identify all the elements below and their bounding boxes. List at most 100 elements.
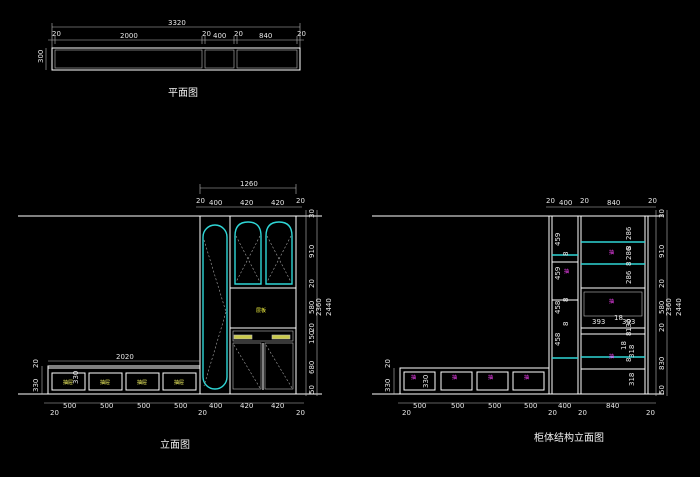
str-mag-label-1: 抽 (564, 268, 569, 275)
elev-bot-seg-7: 400 (209, 402, 222, 410)
str-bot-seg-2: 500 (413, 402, 426, 410)
str-tall-cabinet (548, 215, 649, 395)
elev-top-seg-4: 420 (271, 199, 284, 207)
plan-seg-2: 2000 (120, 32, 138, 40)
elev-drawer-1 (51, 372, 86, 391)
str-lv-6: 8 (562, 322, 570, 326)
str-lv-1: 459 (554, 233, 562, 246)
str-bot-seg-1: 20 (402, 409, 411, 417)
str-lv-2: 8 (562, 252, 570, 256)
str-drawer-label-3: 抽 (488, 374, 493, 381)
str-total-outer: 2440 (675, 298, 683, 316)
elev-drawer-4 (162, 372, 197, 391)
elev-top-width: 1260 (240, 180, 258, 188)
elev-bench-height-inner: 330 (72, 371, 80, 384)
elev-rv-1: 30 (308, 209, 316, 218)
str-mag-label-4: 抽 (609, 353, 614, 360)
str-bot-seg-9: 840 (606, 402, 619, 410)
elev-bot-seg-1: 20 (50, 409, 59, 417)
str-bot-seg-3: 500 (451, 402, 464, 410)
elev-top-seg-3: 420 (240, 199, 253, 207)
str-mag-label-2: 抽 (609, 249, 614, 256)
str-lv-5: 458 (554, 301, 562, 314)
elev-bot-seg-4: 500 (137, 402, 150, 410)
str-rv-7: 50 (658, 385, 666, 394)
str-bench-height-inner: 330 (422, 375, 430, 388)
elev-upper-door-left (234, 221, 262, 285)
elev-left-door-glass (202, 224, 228, 390)
str-bot-seg-5: 500 (524, 402, 537, 410)
plan-seg-6: 840 (259, 32, 272, 40)
str-rv-2: 910 (658, 245, 666, 258)
str-top-seg-3: 20 (580, 197, 589, 205)
elev-drawer-label-1: 抽屉 (63, 379, 73, 386)
elev-bench-width: 2020 (116, 353, 134, 361)
elev-bot-seg-9: 420 (271, 402, 284, 410)
str-bench (399, 367, 550, 395)
elev-top-seg-2: 400 (209, 199, 222, 207)
str-rv-5: 20 (658, 323, 666, 332)
str-top-seg-1: 20 (546, 197, 555, 205)
plan-seg-1: 20 (52, 30, 61, 38)
str-bot-seg-8: 20 (578, 409, 587, 417)
str-bot-seg-10: 20 (646, 409, 655, 417)
str-in-3: 286 (625, 246, 633, 260)
str-drawer-1 (403, 371, 436, 391)
str-in-5: 286 (625, 270, 633, 284)
elev-rv-6: 150 (308, 331, 316, 344)
str-bench-height: 330 (384, 379, 392, 392)
str-drawer-label-2: 抽 (452, 374, 457, 381)
elev-drawer-3 (125, 372, 160, 391)
str-in-6: 393 (592, 318, 605, 326)
elev-tall-cabinet (199, 215, 297, 395)
str-top-seg-2: 400 (559, 199, 572, 207)
plan-title: 平面图 (168, 87, 198, 99)
str-drawer-label-1: 抽 (411, 374, 416, 381)
str-in-10: 130 (625, 319, 633, 332)
str-in-12: 318 (628, 345, 636, 358)
elev-shelf-label: 层板 (256, 307, 266, 314)
elev-drawer-label-3: 抽屉 (137, 379, 147, 386)
str-bot-seg-7: 400 (558, 402, 571, 410)
str-mag-label-3: 抽 (609, 298, 614, 305)
str-in-13: 8 (625, 358, 633, 362)
structure-view: 20 400 20 840 20 抽 抽 抽 抽 459 8 459 8 458 (372, 197, 683, 444)
str-in-9: 8 (625, 332, 633, 336)
elev-bot-seg-2: 500 (63, 402, 76, 410)
str-lv-4: 8 (562, 298, 570, 302)
elev-bot-seg-10: 20 (296, 409, 305, 417)
str-in-11: 18 (620, 341, 628, 350)
plan-depth-dim: 300 (37, 50, 45, 63)
str-rv-3: 20 (658, 279, 666, 288)
plan-seg-7: 20 (297, 30, 306, 38)
elev-rv-3: 20 (308, 279, 316, 288)
str-lv-3: 459 (554, 267, 562, 280)
elev-top-seg-5: 20 (296, 197, 305, 205)
elev-bench-top: 20 (32, 359, 40, 368)
elev-bot-seg-5: 500 (174, 402, 187, 410)
elev-rv-7: 680 (308, 361, 316, 374)
str-drawer-label-4: 抽 (524, 374, 529, 381)
elev-drawer-label-4: 抽屉 (174, 379, 184, 386)
str-in-2: 8 (625, 246, 633, 250)
elev-bench-height: 330 (32, 379, 40, 392)
elev-bot-seg-3: 500 (100, 402, 113, 410)
elev-total-outer: 2440 (325, 298, 333, 316)
str-in-8: 393 (622, 318, 635, 326)
str-in-4: 8 (625, 262, 633, 266)
elev-upper-door-right (265, 221, 293, 285)
str-rv-4: 580 (658, 301, 666, 314)
elev-bot-seg-8: 420 (240, 402, 253, 410)
elevation-view: 1260 20 400 420 420 20 层板 (18, 180, 333, 451)
elev-rv-8: 50 (308, 385, 316, 394)
elev-rv-2: 910 (308, 245, 316, 258)
str-bot-seg-6: 20 (548, 409, 557, 417)
elev-rv-4: 580 (308, 301, 316, 314)
elev-bench (47, 365, 201, 395)
str-top-seg-4: 840 (607, 199, 620, 207)
str-in-1: 286 (625, 226, 633, 240)
str-in-7: 18 (614, 314, 623, 322)
str-in-14: 318 (628, 373, 636, 386)
plan-overall-dim: 3320 (168, 19, 186, 27)
